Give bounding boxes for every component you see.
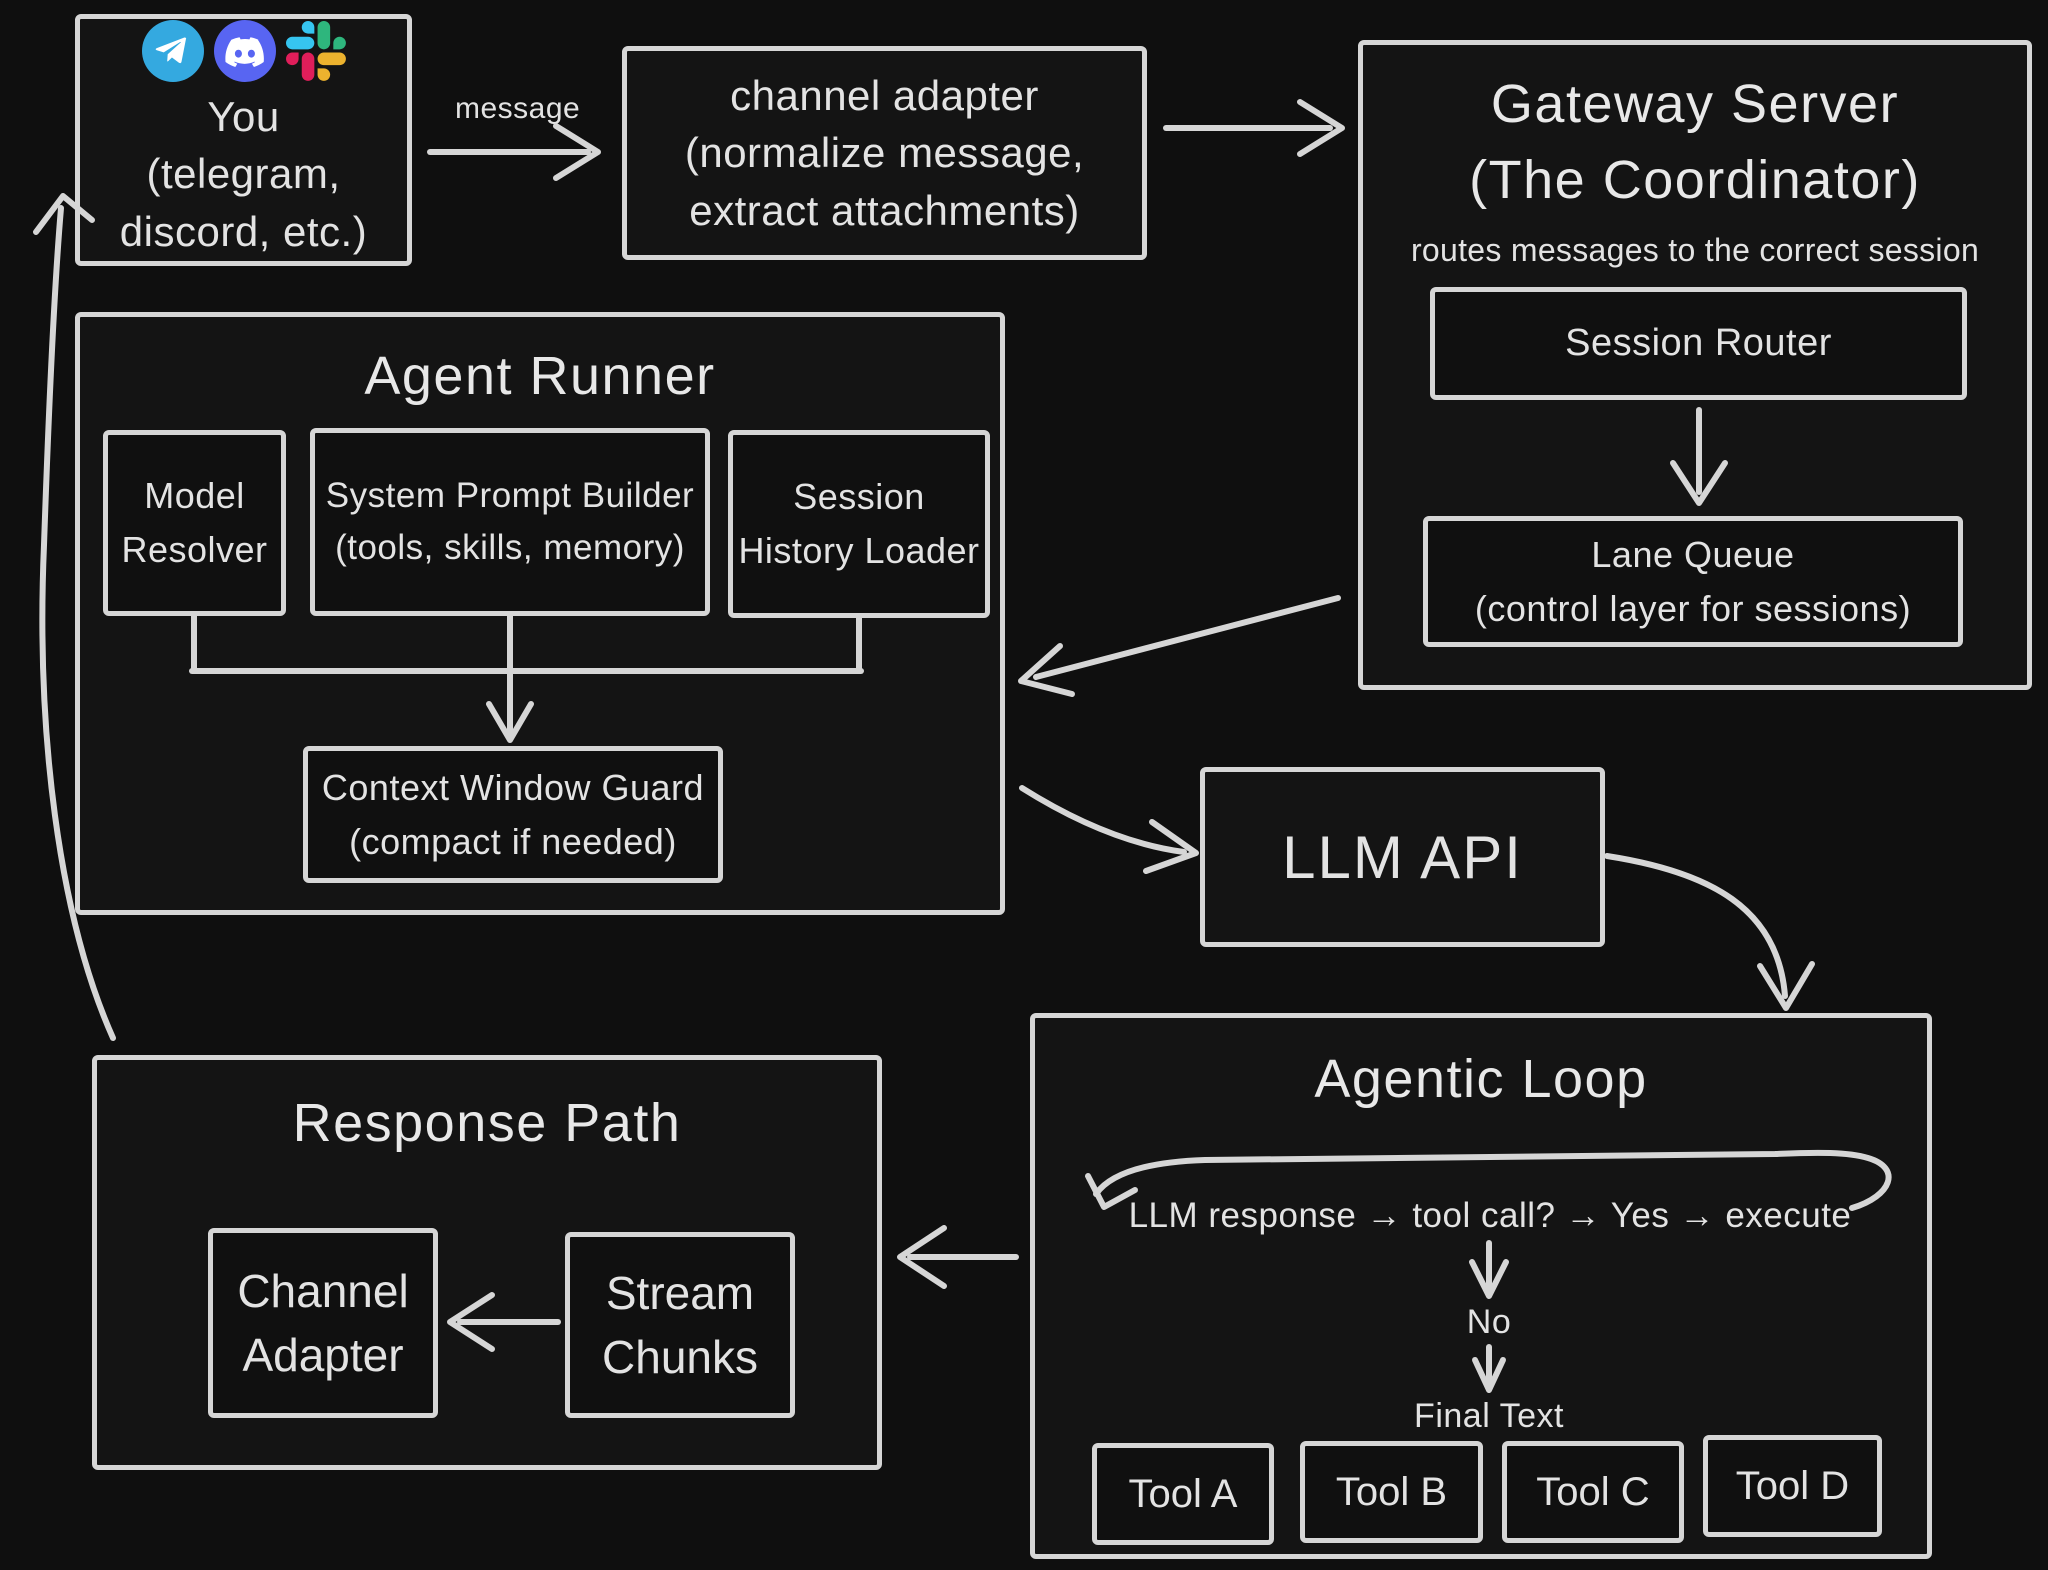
channel-adapter-line3: extract attachments) xyxy=(689,186,1080,234)
slack-icon xyxy=(285,21,346,82)
agentic-loop-final-text: Final Text xyxy=(1414,1397,1564,1435)
model-resolver-line2: Resolver xyxy=(121,529,268,570)
you-label-line1: You xyxy=(207,93,280,141)
lane-queue-line1: Lane Queue xyxy=(1591,533,1795,575)
node-lane-queue: Lane Queue (control layer for sessions) xyxy=(1423,516,1963,647)
channel-adapter-out-line1: Channel xyxy=(237,1264,409,1317)
node-model-resolver: Model Resolver xyxy=(103,430,286,616)
agentic-loop-title: Agentic Loop xyxy=(1314,1049,1648,1109)
node-stream-chunks: Stream Chunks xyxy=(565,1232,795,1418)
channel-adapter-out-line2: Adapter xyxy=(242,1329,404,1381)
node-llm-api: LLM API xyxy=(1200,767,1605,947)
node-session-history-loader: Session History Loader xyxy=(728,430,990,618)
arrow-adapter-to-gateway xyxy=(1163,99,1345,157)
node-tool-d: Tool D xyxy=(1703,1435,1882,1537)
node-tool-a: Tool A xyxy=(1092,1443,1274,1545)
arrow-agent-runner-to-llm-api xyxy=(1019,785,1199,874)
system-prompt-builder-line2: (tools, skills, memory) xyxy=(335,528,685,567)
arrow-gateway-to-agent-runner xyxy=(1018,595,1341,697)
tool-d-label: Tool D xyxy=(1735,1463,1850,1508)
system-prompt-builder-line1: System Prompt Builder xyxy=(325,475,695,515)
stream-chunks-line1: Stream xyxy=(605,1266,755,1319)
context-window-guard-line1: Context Window Guard xyxy=(321,766,705,808)
node-system-prompt-builder: System Prompt Builder (tools, skills, me… xyxy=(310,428,710,616)
node-tool-c: Tool C xyxy=(1502,1441,1684,1543)
tool-c-label: Tool C xyxy=(1536,1469,1650,1514)
channel-adapter-line1: channel adapter xyxy=(730,72,1039,120)
you-label-line3: discord, etc.) xyxy=(119,207,368,255)
discord-icon xyxy=(213,20,276,83)
node-tool-b: Tool B xyxy=(1300,1441,1483,1543)
node-context-window-guard: Context Window Guard (compact if needed) xyxy=(303,746,723,883)
channel-adapter-line2: (normalize message, xyxy=(684,129,1085,177)
arrow-message xyxy=(427,123,601,181)
llm-api-label: LLM API xyxy=(1282,823,1523,891)
edge-label-message: message xyxy=(455,92,581,125)
session-history-loader-line1: Session xyxy=(793,476,925,517)
telegram-icon xyxy=(141,20,204,83)
response-path-title: Response Path xyxy=(292,1093,682,1153)
gateway-title-line1: Gateway Server xyxy=(1490,74,1900,134)
node-channel-adapter-out: Channel Adapter xyxy=(208,1228,438,1418)
agentic-loop-text: LLM response → tool call? → Yes → execut… xyxy=(1128,1196,1852,1235)
messenger-icons xyxy=(141,20,346,83)
stream-chunks-line2: Chunks xyxy=(602,1331,758,1383)
lane-queue-line2: (control layer for sessions) xyxy=(1474,587,1912,629)
arrow-llm-api-to-agentic-loop xyxy=(1604,853,1815,1011)
node-channel-adapter-in: channel adapter (normalize message, extr… xyxy=(622,46,1147,260)
context-window-guard-line2: (compact if needed) xyxy=(349,820,677,862)
node-session-router: Session Router xyxy=(1430,287,1967,400)
session-router-label: Session Router xyxy=(1565,322,1832,364)
session-history-loader-line2: History Loader xyxy=(738,530,980,571)
you-label-line2: (telegram, xyxy=(146,150,341,198)
node-you: You (telegram, discord, etc.) xyxy=(75,14,412,266)
agent-runner-title: Agent Runner xyxy=(364,346,716,406)
gateway-subtitle: routes messages to the correct session xyxy=(1410,232,1980,269)
model-resolver-line1: Model xyxy=(144,475,245,516)
tool-a-label: Tool A xyxy=(1128,1471,1238,1516)
gateway-title-line2: (The Coordinator) xyxy=(1469,149,1921,210)
arrow-agentic-loop-to-response-path xyxy=(897,1225,1019,1289)
tool-b-label: Tool B xyxy=(1335,1469,1448,1514)
agentic-loop-no-label: No xyxy=(1466,1303,1512,1341)
